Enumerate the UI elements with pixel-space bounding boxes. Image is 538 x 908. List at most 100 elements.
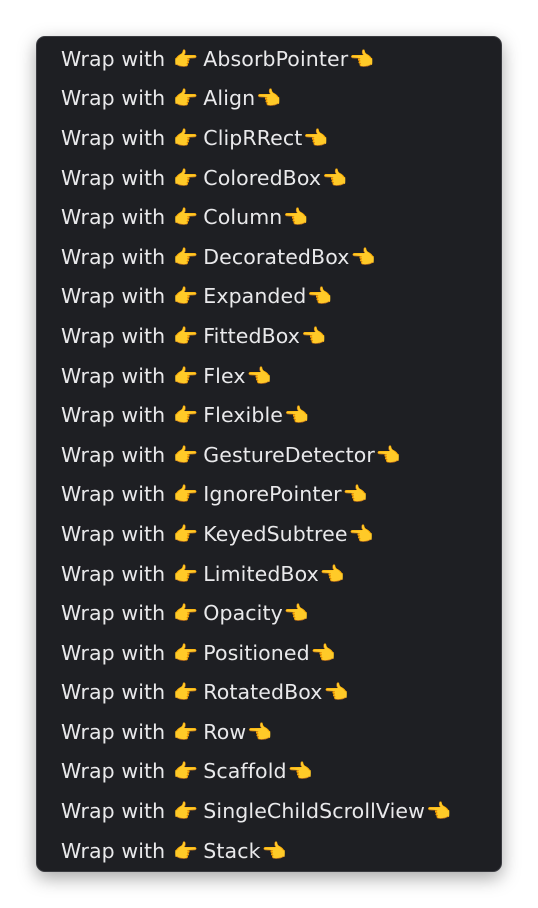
context-menu: Wrap with 👉 AbsorbPointer 👈 Wrap with 👉 … [36, 36, 502, 872]
menu-item-label: SingleChildScrollView [203, 799, 425, 824]
pointing-left-icon: 👈 [307, 284, 333, 309]
menu-item-label: IgnorePointer [203, 482, 342, 507]
menu-item-prefix: Wrap with [61, 442, 166, 467]
menu-item-prefix: Wrap with [61, 284, 166, 309]
menu-item-keyedsubtree[interactable]: Wrap with 👉 KeyedSubtree 👈 [37, 514, 501, 554]
pointing-left-icon: 👈 [247, 719, 273, 744]
menu-item-prefix: Wrap with [61, 759, 166, 784]
menu-item-prefix: Wrap with [61, 205, 166, 230]
menu-item-prefix: Wrap with [61, 680, 166, 705]
menu-item-label: AbsorbPointer [203, 46, 349, 71]
pointing-left-icon: 👈 [322, 165, 348, 190]
pointing-right-icon: 👉 [173, 442, 199, 467]
pointing-left-icon: 👈 [310, 640, 336, 665]
menu-item-prefix: Wrap with [61, 125, 166, 150]
menu-item-label: Expanded [203, 284, 307, 309]
menu-item-label: LimitedBox [203, 561, 319, 586]
menu-item-label: Opacity [203, 601, 283, 626]
menu-item-label: ColoredBox [203, 165, 322, 190]
pointing-right-icon: 👉 [173, 759, 199, 784]
pointing-left-icon: 👈 [425, 799, 451, 824]
pointing-left-icon: 👈 [342, 482, 368, 507]
menu-item-label: GestureDetector [203, 442, 375, 467]
menu-item-stack[interactable]: Wrap with 👉 Stack 👈 [37, 831, 501, 871]
menu-item-label: ClipRRect [203, 125, 303, 150]
menu-item-row[interactable]: Wrap with 👉 Row 👈 [37, 712, 501, 752]
menu-item-prefix: Wrap with [61, 482, 166, 507]
menu-item-prefix: Wrap with [61, 86, 166, 111]
pointing-right-icon: 👉 [173, 284, 199, 309]
menu-item-label: FittedBox [203, 323, 300, 348]
pointing-left-icon: 👈 [349, 46, 375, 71]
pointing-left-icon: 👈 [261, 838, 287, 863]
menu-item-prefix: Wrap with [61, 521, 166, 546]
pointing-right-icon: 👉 [173, 46, 199, 71]
menu-item-prefix: Wrap with [61, 799, 166, 824]
menu-item-expanded[interactable]: Wrap with 👉 Expanded 👈 [37, 277, 501, 317]
menu-item-prefix: Wrap with [61, 363, 166, 388]
menu-item-coloredbox[interactable]: Wrap with 👉 ColoredBox 👈 [37, 158, 501, 198]
menu-item-prefix: Wrap with [61, 601, 166, 626]
pointing-right-icon: 👉 [173, 838, 199, 863]
menu-item-limitedbox[interactable]: Wrap with 👉 LimitedBox 👈 [37, 554, 501, 594]
menu-item-label: Flexible [203, 403, 283, 428]
menu-item-rotatedbox[interactable]: Wrap with 👉 RotatedBox 👈 [37, 673, 501, 713]
pointing-left-icon: 👈 [283, 601, 309, 626]
menu-item-label: Flex [203, 363, 246, 388]
menu-item-prefix: Wrap with [61, 838, 166, 863]
pointing-right-icon: 👉 [173, 86, 199, 111]
pointing-right-icon: 👉 [173, 680, 199, 705]
menu-item-ignorepointer[interactable]: Wrap with 👉 IgnorePointer 👈 [37, 475, 501, 515]
menu-item-align[interactable]: Wrap with 👉 Align 👈 [37, 79, 501, 119]
menu-item-prefix: Wrap with [61, 403, 166, 428]
pointing-left-icon: 👈 [246, 363, 272, 388]
menu-item-prefix: Wrap with [61, 719, 166, 744]
pointing-left-icon: 👈 [375, 442, 401, 467]
menu-item-flexible[interactable]: Wrap with 👉 Flexible 👈 [37, 395, 501, 435]
menu-item-prefix: Wrap with [61, 46, 166, 71]
pointing-left-icon: 👈 [283, 403, 309, 428]
menu-item-label: Stack [203, 838, 261, 863]
pointing-right-icon: 👉 [173, 244, 199, 269]
menu-item-fittedbox[interactable]: Wrap with 👉 FittedBox 👈 [37, 316, 501, 356]
pointing-right-icon: 👉 [173, 521, 199, 546]
pointing-left-icon: 👈 [287, 759, 313, 784]
menu-item-column[interactable]: Wrap with 👉 Column 👈 [37, 197, 501, 237]
pointing-right-icon: 👉 [173, 363, 199, 388]
menu-item-cliprrect[interactable]: Wrap with 👉 ClipRRect 👈 [37, 118, 501, 158]
menu-item-absorbpointer[interactable]: Wrap with 👉 AbsorbPointer 👈 [37, 39, 501, 79]
menu-item-label: Column [203, 205, 283, 230]
menu-item-opacity[interactable]: Wrap with 👉 Opacity 👈 [37, 593, 501, 633]
menu-item-label: RotatedBox [203, 680, 323, 705]
pointing-right-icon: 👉 [173, 165, 199, 190]
menu-item-label: DecoratedBox [203, 244, 350, 269]
menu-item-gesturedetector[interactable]: Wrap with 👉 GestureDetector 👈 [37, 435, 501, 475]
pointing-left-icon: 👈 [348, 521, 374, 546]
pointing-right-icon: 👉 [173, 205, 199, 230]
pointing-left-icon: 👈 [301, 323, 327, 348]
pointing-left-icon: 👈 [256, 86, 282, 111]
pointing-right-icon: 👉 [173, 719, 199, 744]
menu-item-prefix: Wrap with [61, 244, 166, 269]
menu-item-label: Scaffold [203, 759, 287, 784]
menu-item-singlechildscrollview[interactable]: Wrap with 👉 SingleChildScrollView 👈 [37, 791, 501, 831]
menu-item-label: Row [203, 719, 247, 744]
menu-item-label: KeyedSubtree [203, 521, 348, 546]
menu-item-scaffold[interactable]: Wrap with 👉 Scaffold 👈 [37, 752, 501, 792]
pointing-right-icon: 👉 [173, 561, 199, 586]
menu-item-positioned[interactable]: Wrap with 👉 Positioned 👈 [37, 633, 501, 673]
menu-item-prefix: Wrap with [61, 561, 166, 586]
menu-item-label: Positioned [203, 640, 310, 665]
menu-item-decoratedbox[interactable]: Wrap with 👉 DecoratedBox 👈 [37, 237, 501, 277]
pointing-right-icon: 👉 [173, 640, 199, 665]
pointing-right-icon: 👉 [173, 482, 199, 507]
menu-item-prefix: Wrap with [61, 323, 166, 348]
pointing-left-icon: 👈 [319, 561, 345, 586]
menu-item-flex[interactable]: Wrap with 👉 Flex 👈 [37, 356, 501, 396]
pointing-left-icon: 👈 [303, 125, 329, 150]
pointing-right-icon: 👉 [173, 799, 199, 824]
pointing-left-icon: 👈 [283, 205, 309, 230]
pointing-left-icon: 👈 [323, 680, 349, 705]
menu-item-label: Align [203, 86, 256, 111]
pointing-right-icon: 👉 [173, 125, 199, 150]
